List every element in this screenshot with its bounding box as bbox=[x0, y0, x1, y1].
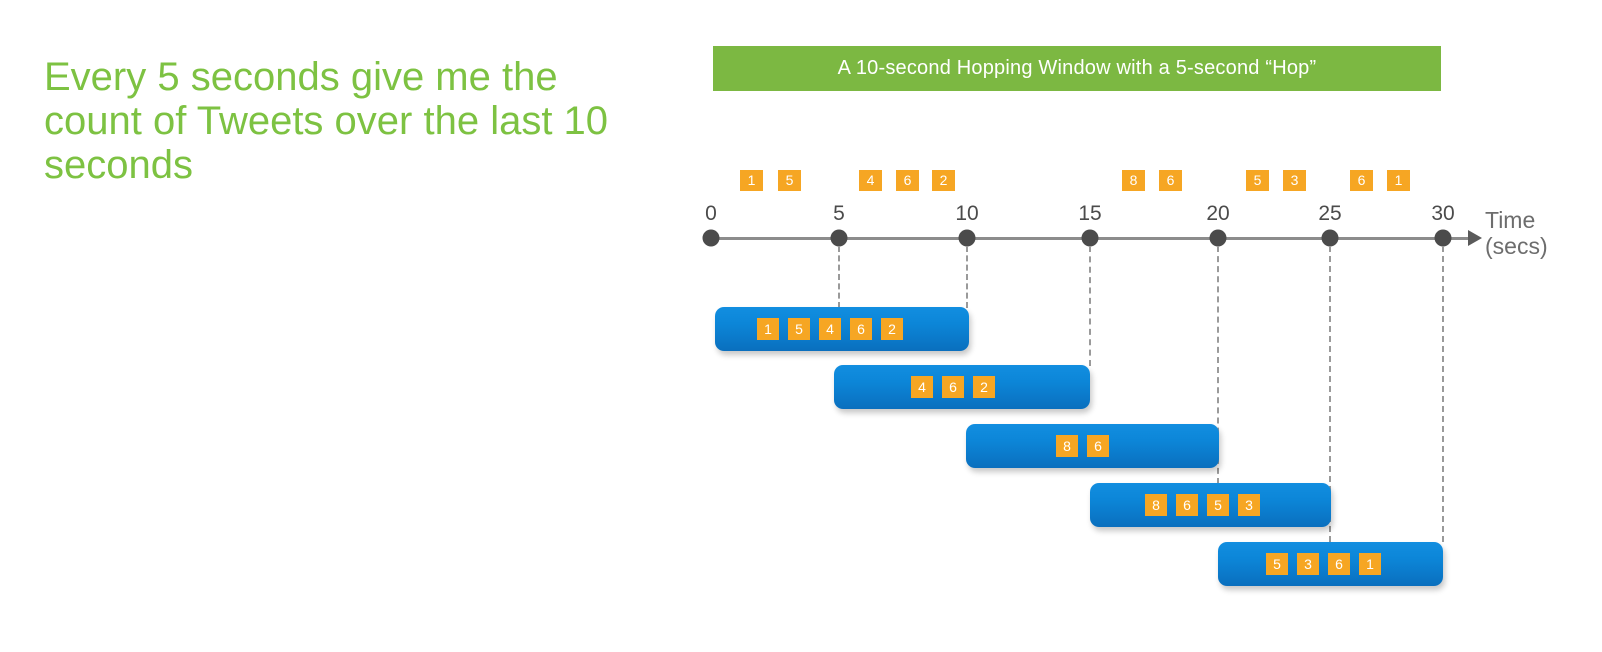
window-tweet-chip: 4 bbox=[819, 318, 841, 340]
banner: A 10-second Hopping Window with a 5-seco… bbox=[713, 46, 1441, 91]
window-tweet-chip: 6 bbox=[1328, 553, 1350, 575]
window-guide-line bbox=[838, 246, 840, 308]
tweet-event-chip: 5 bbox=[1246, 170, 1269, 191]
tweet-event-chip: 2 bbox=[932, 170, 955, 191]
window-tweet-chip: 5 bbox=[1266, 553, 1288, 575]
window-tweet-chip: 6 bbox=[942, 376, 964, 398]
tweet-event-chip: 3 bbox=[1283, 170, 1306, 191]
window-tweet-chip: 6 bbox=[1176, 494, 1198, 516]
axis-tick-label: 20 bbox=[1206, 202, 1230, 225]
time-axis-line bbox=[711, 237, 1471, 240]
axis-tick-label: 30 bbox=[1431, 202, 1455, 225]
tweet-event-chip: 1 bbox=[1387, 170, 1410, 191]
window-guide-line bbox=[966, 246, 968, 308]
tweet-event-chip: 6 bbox=[896, 170, 919, 191]
time-axis-arrow-icon bbox=[1468, 230, 1482, 246]
window-tweet-chip: 8 bbox=[1056, 435, 1078, 457]
axis-tick-dot bbox=[1081, 229, 1099, 247]
tweet-event-chip: 8 bbox=[1122, 170, 1145, 191]
window-tweet-chip: 5 bbox=[1207, 494, 1229, 516]
axis-tick-dot bbox=[1209, 229, 1227, 247]
window-tweet-chip: 2 bbox=[973, 376, 995, 398]
tweet-event-chip: 1 bbox=[740, 170, 763, 191]
time-axis-caption-line1: Time bbox=[1485, 207, 1536, 233]
window-tweet-chip: 3 bbox=[1297, 553, 1319, 575]
lead-heading: Every 5 seconds give me the count of Twe… bbox=[44, 55, 609, 187]
axis-tick-label: 25 bbox=[1318, 202, 1342, 225]
window-tweet-chip: 1 bbox=[1359, 553, 1381, 575]
window-tweet-chip: 3 bbox=[1238, 494, 1260, 516]
time-axis-caption-line2: (secs) bbox=[1485, 233, 1548, 259]
axis-tick-label: 15 bbox=[1078, 202, 1102, 225]
window-guide-line bbox=[1089, 246, 1091, 366]
window-tweet-chip: 6 bbox=[1087, 435, 1109, 457]
axis-tick-label: 0 bbox=[705, 202, 717, 225]
tweet-event-chip: 4 bbox=[859, 170, 882, 191]
axis-tick-dot bbox=[1321, 229, 1339, 247]
time-axis-caption: Time (secs) bbox=[1485, 207, 1595, 259]
axis-tick-dot bbox=[1434, 229, 1452, 247]
tweet-event-chip: 6 bbox=[1159, 170, 1182, 191]
banner-title: A 10-second Hopping Window with a 5-seco… bbox=[837, 57, 1317, 79]
window-tweet-chip: 6 bbox=[850, 318, 872, 340]
window-tweet-chip: 2 bbox=[881, 318, 903, 340]
axis-tick-dot bbox=[958, 229, 976, 247]
window-tweet-chip: 1 bbox=[757, 318, 779, 340]
tweet-event-chip: 5 bbox=[778, 170, 801, 191]
window-tweet-chip: 4 bbox=[911, 376, 933, 398]
axis-tick-dot bbox=[830, 229, 848, 247]
axis-tick-label: 5 bbox=[833, 202, 845, 225]
window-tweet-chip: 5 bbox=[788, 318, 810, 340]
axis-tick-label: 10 bbox=[955, 202, 979, 225]
axis-tick-dot bbox=[702, 229, 720, 247]
tweet-event-chip: 6 bbox=[1350, 170, 1373, 191]
window-guide-line bbox=[1442, 246, 1444, 542]
window-tweet-chip: 8 bbox=[1145, 494, 1167, 516]
